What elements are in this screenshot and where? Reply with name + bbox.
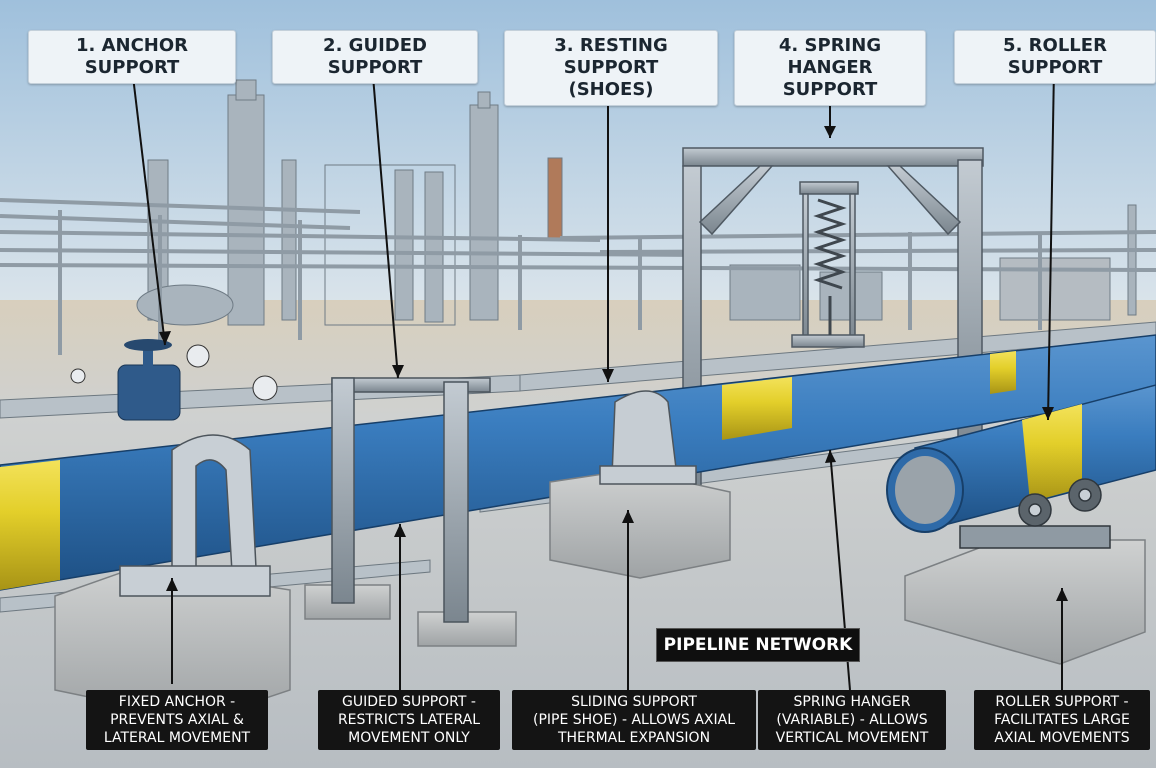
label-line: (SHOES) — [568, 79, 654, 100]
caption-line: AXIAL MOVEMENTS — [994, 730, 1130, 746]
label-line: 5. ROLLER SUPPORT — [1003, 35, 1107, 78]
label-line: 4. SPRING HANGER — [778, 35, 882, 78]
main-pipeline — [0, 334, 1156, 591]
caption-line: GUIDED SUPPORT - — [342, 694, 476, 710]
guide-frame — [331, 377, 491, 623]
caption-line: RESTRICTS LATERAL — [337, 712, 481, 728]
caption-line: MOVEMENT ONLY — [348, 730, 470, 746]
roller-assembly — [959, 478, 1111, 549]
caption-line: ROLLER SUPPORT - — [995, 694, 1129, 710]
caption-line: SPRING HANGER — [793, 694, 911, 710]
pipeline-network-label: PIPELINE NETWORK — [656, 628, 860, 662]
label-resting-support: 3. RESTING SUPPORT (SHOES) — [504, 30, 718, 106]
caption-line: LATERAL MOVEMENT — [103, 730, 251, 746]
label-spring-hanger: 4. SPRING HANGER SUPPORT — [734, 30, 926, 106]
label-line: 2. GUIDED SUPPORT — [323, 35, 427, 78]
caption-line: (VARIABLE) - ALLOWS — [776, 712, 928, 728]
caption-line: VERTICAL MOVEMENT — [775, 730, 929, 746]
caption-roller-support: ROLLER SUPPORT - FACILITATES LARGE AXIAL… — [974, 690, 1150, 750]
caption-line: (PIPE SHOE) - ALLOWS AXIAL — [532, 712, 735, 728]
caption-spring-hanger: SPRING HANGER (VARIABLE) - ALLOWS VERTIC… — [758, 690, 946, 750]
anchor-clamp — [119, 434, 271, 597]
pipe-shoe — [599, 390, 697, 485]
label-line: 1. ANCHOR SUPPORT — [75, 35, 189, 78]
caption-guided-support: GUIDED SUPPORT - RESTRICTS LATERAL MOVEM… — [318, 690, 500, 750]
label-line: SUPPORT — [782, 79, 878, 100]
caption-line: FACILITATES LARGE — [994, 712, 1130, 728]
caption-anchor-support: FIXED ANCHOR - PREVENTS AXIAL & LATERAL … — [86, 690, 268, 750]
label-roller-support: 5. ROLLER SUPPORT — [954, 30, 1156, 84]
label-anchor-support: 1. ANCHOR SUPPORT — [28, 30, 236, 84]
gate-valve — [70, 339, 278, 421]
caption-line: PREVENTS AXIAL & — [110, 712, 244, 728]
roller-pipeline — [886, 384, 1156, 533]
label-line: 3. RESTING SUPPORT — [554, 35, 668, 78]
leader-arrowheads — [159, 126, 1068, 601]
spring-coil — [813, 198, 847, 335]
caption-line: THERMAL EXPANSION — [557, 730, 711, 746]
caption-resting-support: SLIDING SUPPORT (PIPE SHOE) - ALLOWS AXI… — [512, 690, 756, 750]
caption-line: FIXED ANCHOR - — [118, 694, 236, 710]
label-guided-support: 2. GUIDED SUPPORT — [272, 30, 478, 84]
caption-line: SLIDING SUPPORT — [571, 694, 697, 710]
